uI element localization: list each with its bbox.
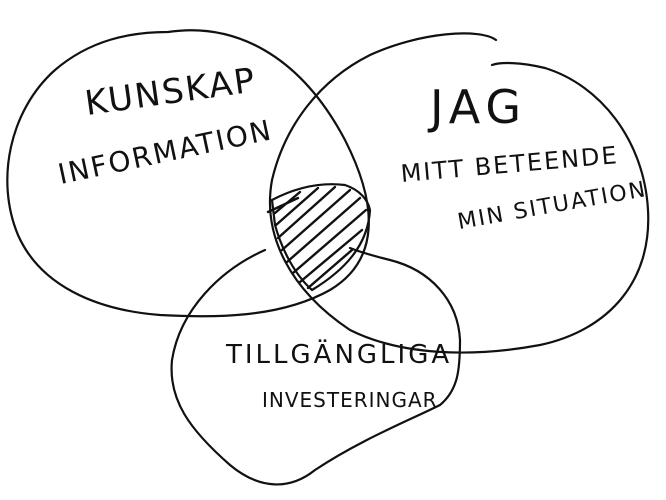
- right-set-circle: [268, 32, 650, 354]
- bottom-set-label-line-2: INVESTERINGAR: [262, 388, 438, 412]
- bottom-set-label-line-1: TILLGÄNGLIGA: [226, 340, 453, 370]
- intersection-hatching: [266, 183, 372, 292]
- right-set-label-line-1: JAG: [430, 80, 528, 134]
- bottom-set-circle: [170, 246, 462, 486]
- left-set-circle: [6, 29, 370, 318]
